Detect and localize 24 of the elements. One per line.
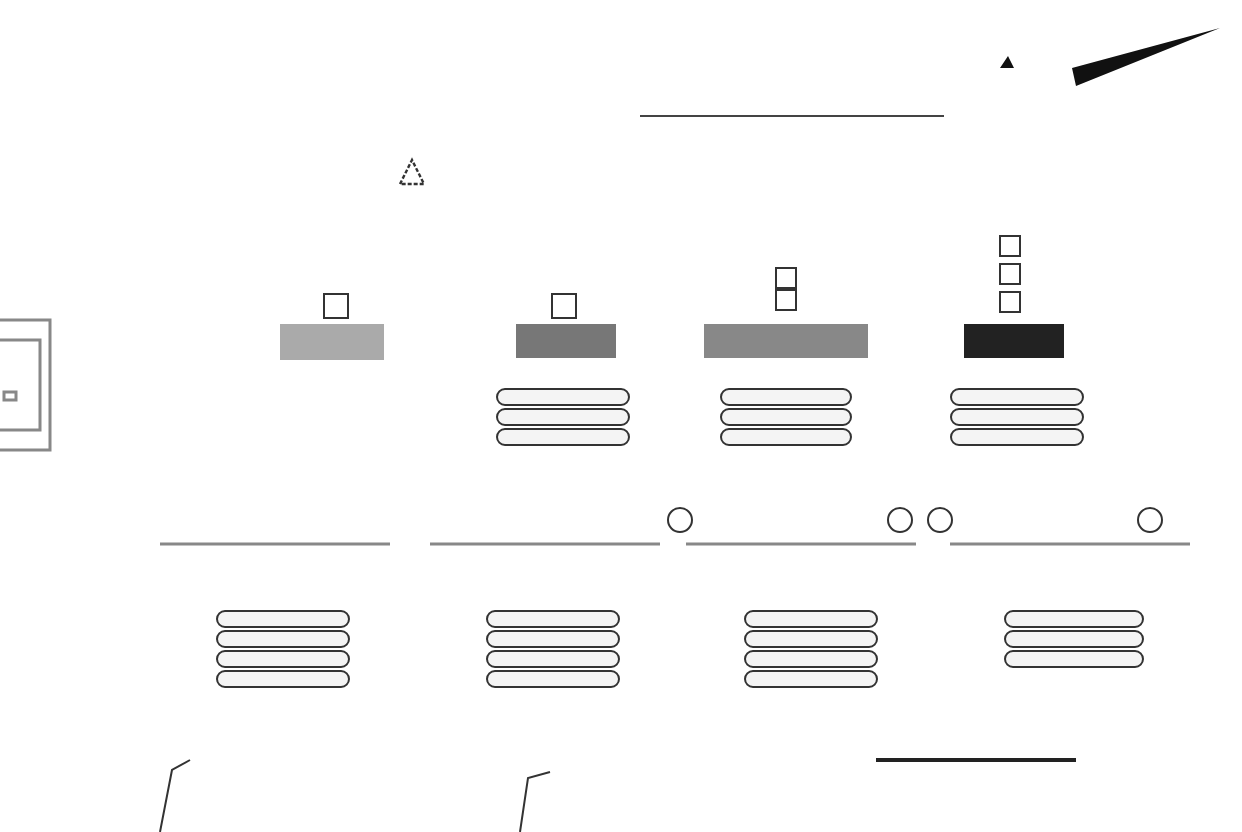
value-box bbox=[950, 408, 1084, 426]
value-box bbox=[216, 650, 350, 668]
value-box bbox=[1004, 650, 1144, 668]
value-box bbox=[744, 630, 878, 648]
value-box bbox=[950, 388, 1084, 406]
value-box bbox=[744, 610, 878, 628]
value-box bbox=[486, 610, 620, 628]
value-box bbox=[496, 388, 630, 406]
value-box bbox=[216, 670, 350, 688]
value-box bbox=[486, 650, 620, 668]
value-box bbox=[1004, 610, 1144, 628]
value-box bbox=[496, 428, 630, 446]
value-box bbox=[486, 670, 620, 688]
value-box bbox=[496, 408, 630, 426]
value-box bbox=[744, 670, 878, 688]
value-box bbox=[216, 630, 350, 648]
value-box bbox=[486, 630, 620, 648]
value-box bbox=[216, 610, 350, 628]
value-box bbox=[950, 428, 1084, 446]
value-box bbox=[720, 388, 852, 406]
value-box bbox=[744, 650, 878, 668]
value-box bbox=[720, 408, 852, 426]
value-box bbox=[720, 428, 852, 446]
value-box bbox=[1004, 630, 1144, 648]
